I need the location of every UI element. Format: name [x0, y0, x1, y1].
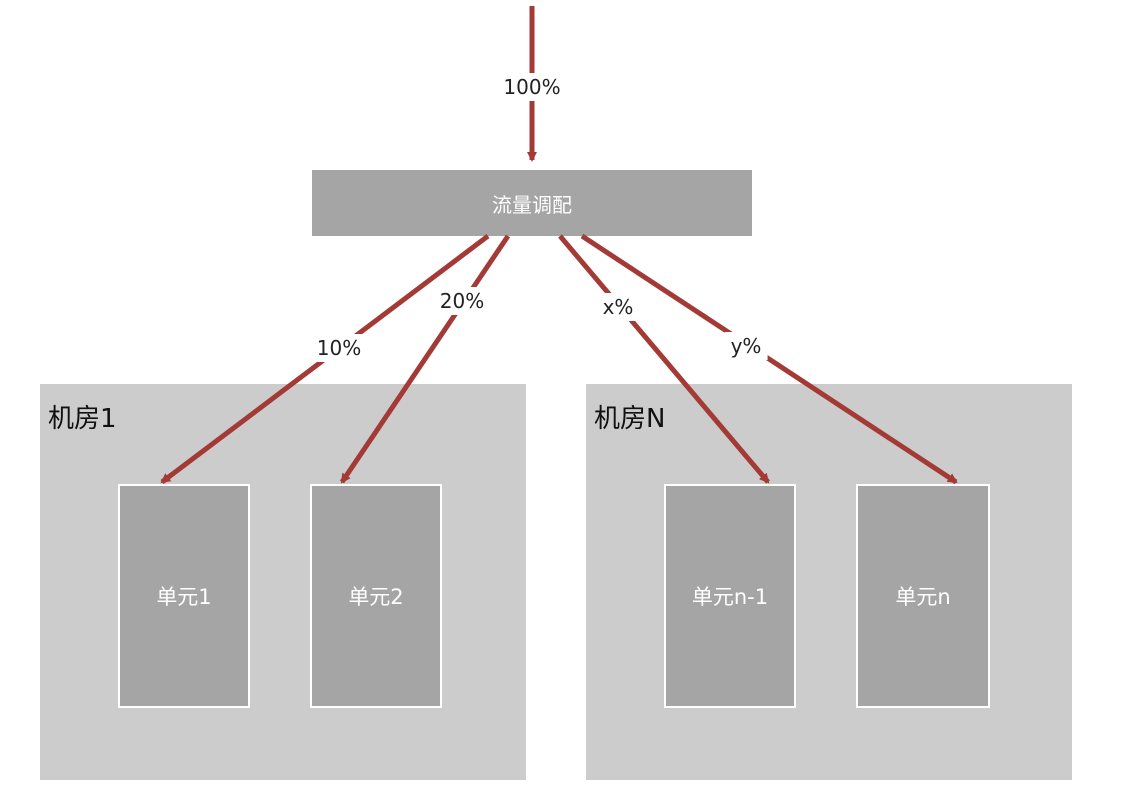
flow-percent-label-unit-n: y%	[724, 332, 768, 360]
flow-arrow-unit-2	[339, 234, 511, 484]
traffic-dispatcher-box: 流量调配	[312, 170, 752, 236]
unit-n-minus-1: 单元n-1	[664, 484, 796, 708]
unit-2: 单元2	[310, 484, 442, 708]
unit-n-label: 单元n	[895, 585, 951, 609]
flow-percent-label-unit-2: 20%	[433, 287, 491, 315]
traffic-dispatcher-label: 流量调配	[492, 192, 572, 217]
unit-1-label: 单元1	[156, 585, 212, 609]
incoming-percent-label: 100%	[497, 73, 567, 101]
flow-percent-label-unit-n-minus-1: x%	[596, 293, 640, 321]
unit-n: 单元n	[856, 484, 990, 708]
unit-2-label: 单元2	[348, 585, 404, 609]
unit-1: 单元1	[118, 484, 250, 708]
flow-percent-label-unit-1: 10%	[310, 334, 368, 362]
flow-arrow-unit-n	[580, 233, 958, 485]
room-1-title: 机房1	[48, 404, 117, 434]
unit-n-minus-1-label: 单元n-1	[691, 585, 769, 609]
room-n-title: 机房N	[594, 404, 666, 434]
flow-arrow-unit-n-minus-1	[558, 234, 770, 484]
